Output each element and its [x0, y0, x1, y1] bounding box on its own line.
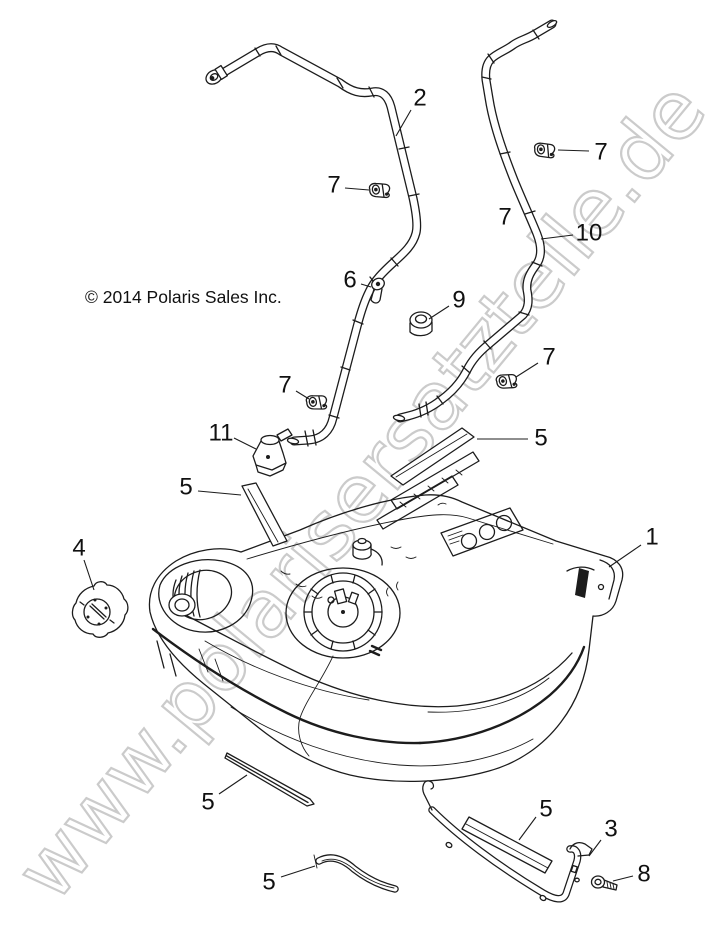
callouts-layer: 1 2 3 4 5 5 5 5 5 6 7 7 7 7 7 8 9 10 11 [72, 85, 658, 896]
leader-4 [83, 559, 95, 591]
leader-3 [588, 839, 602, 857]
callout-7-right: 7 [542, 344, 555, 371]
hose-rear-segment-ticks [436, 29, 543, 405]
hose-clip-7a [533, 141, 557, 160]
strap-end-tab [569, 842, 593, 883]
callout-2: 2 [413, 85, 426, 112]
leader-7-top-right [557, 149, 590, 152]
part-fuel-tank [148, 451, 624, 783]
watermark-text: www.polarisersatzteile.de [0, 65, 724, 917]
hose-rear-open-end [546, 19, 558, 29]
tank-filler-neck [158, 559, 254, 633]
hose-clip-7c [304, 392, 329, 413]
tank-warning-decal [440, 507, 524, 557]
leader-11 [233, 437, 257, 450]
callout-1: 1 [645, 524, 658, 551]
copyright-text: © 2014 Polaris Sales Inc. [85, 287, 282, 307]
part-strap [422, 780, 618, 903]
hose-front-end-cap [286, 437, 300, 445]
leader-10 [540, 234, 574, 240]
pad-top-left [241, 482, 288, 547]
leader-5-bottom-left [218, 774, 248, 795]
part-fuel-cap [71, 581, 129, 638]
clamp-6 [369, 276, 385, 304]
leader-5-top-left [197, 490, 242, 496]
leader-7-left [295, 390, 310, 400]
rollover-valve-11 [252, 428, 293, 477]
small-parts [252, 141, 557, 477]
hose-front-fitting [205, 64, 229, 85]
hose-clip-7b [368, 180, 392, 201]
callout-7-top-right: 7 [594, 139, 607, 166]
tank-drain-line [298, 655, 334, 757]
callout-3: 3 [604, 816, 617, 843]
tank-top-ribs [376, 451, 480, 530]
leader-2 [395, 109, 412, 137]
callout-10: 10 [576, 220, 603, 247]
callout-7-upper-left: 7 [327, 172, 340, 199]
tank-silhouette [148, 494, 624, 783]
strap-hole-2 [539, 894, 547, 902]
leader-9 [428, 305, 450, 320]
pad-on-strap [461, 816, 553, 874]
pad-strip-bottom-left [224, 752, 315, 807]
leader-5-bottom-center [280, 865, 316, 878]
leader-1 [608, 544, 642, 568]
strap-screw [590, 875, 618, 891]
tank-bracket [566, 559, 616, 600]
grommet-9 [409, 311, 433, 337]
hose-front-segment-ticks [254, 45, 420, 419]
part-hose-rear [392, 19, 558, 423]
callout-11: 11 [209, 420, 234, 447]
leader-8 [612, 875, 634, 882]
watermark: www.polarisersatzteile.de [0, 64, 725, 919]
callout-5-bottom-left: 5 [201, 789, 214, 816]
part-hose-front [205, 43, 422, 447]
callout-7-mid: 7 [498, 204, 511, 231]
leader-7-upper-left [344, 187, 370, 191]
tank-fuel-pump [285, 567, 401, 659]
tank-surface-marks [280, 502, 447, 599]
callout-7-left: 7 [278, 372, 291, 399]
copyright: © 2014 Polaris Sales Inc. [85, 287, 282, 307]
strap-hole-1 [445, 841, 453, 849]
callout-5-top-left: 5 [179, 474, 192, 501]
strap-hook [422, 780, 435, 811]
callout-9: 9 [452, 287, 465, 314]
callout-5-bottom-center: 5 [262, 869, 275, 896]
pad-bent-strip [313, 854, 399, 893]
callout-5-strap: 5 [539, 796, 552, 823]
leader-6 [360, 283, 372, 288]
callout-6: 6 [343, 267, 356, 294]
callout-8: 8 [637, 861, 650, 888]
tank-vent-fitting [352, 537, 383, 566]
part-pads [224, 427, 553, 893]
hose-rear-end-cap [392, 414, 406, 422]
pad-top-right [390, 427, 475, 486]
leader-5-strap [518, 816, 537, 841]
leader-7-right [515, 362, 539, 378]
callout-5-top-right: 5 [534, 425, 547, 452]
callout-4: 4 [72, 535, 85, 562]
